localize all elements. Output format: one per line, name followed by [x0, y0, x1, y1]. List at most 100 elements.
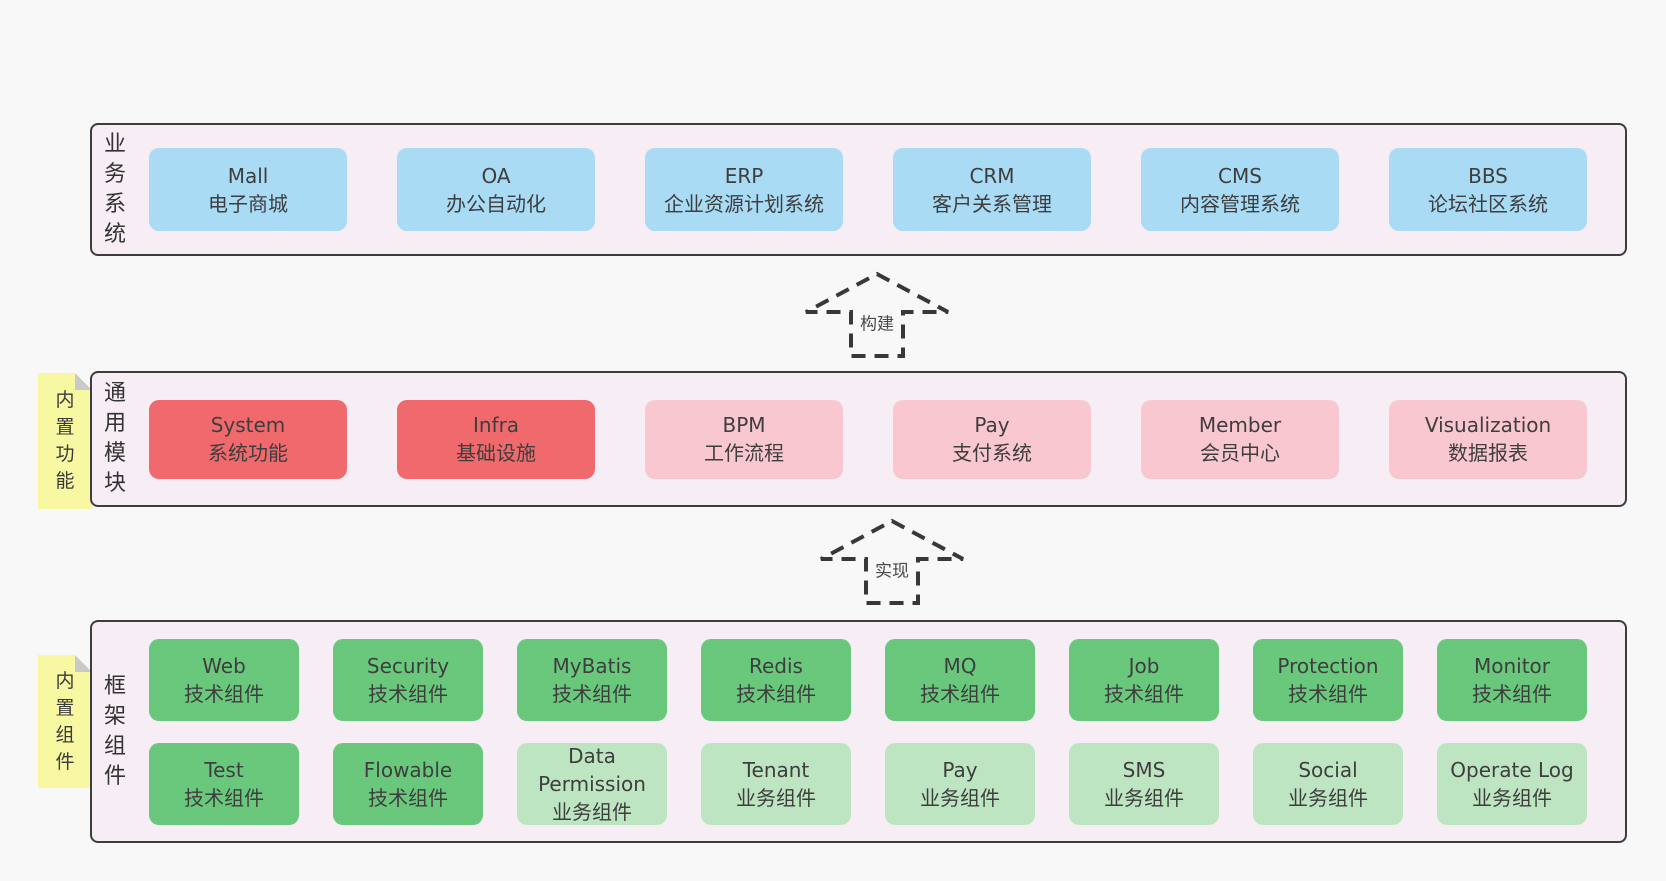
module-box-cms: CMS 内容管理系统: [1141, 148, 1339, 231]
module-name-zh: 工作流程: [704, 441, 784, 465]
module-box-test: Test 技术组件: [149, 742, 299, 825]
sticky-note-built-in-components: 内置组件: [38, 655, 92, 788]
module-name-en: BBS: [1468, 163, 1508, 188]
module-name-en: Visualization: [1424, 413, 1552, 437]
implement-arrow: 实现: [817, 518, 967, 606]
sticky-note-label: 内置组件: [55, 669, 75, 773]
module-name-en: CRM: [969, 163, 1015, 188]
module-box-data-permission: Data Permission 业务组件: [517, 742, 667, 825]
module-name-zh: 系统功能: [208, 441, 288, 465]
module-box-sms: SMS 业务组件: [1069, 742, 1219, 825]
module-name-en: Operate Log: [1450, 757, 1574, 782]
module-name-zh: 业务组件: [920, 785, 1000, 810]
module-name-zh: 业务组件: [552, 799, 632, 824]
module-name-zh: 技术组件: [920, 681, 1000, 706]
module-box-protection: Protection 技术组件: [1253, 638, 1403, 721]
module-name-zh: 技术组件: [184, 681, 264, 706]
module-name-zh: 业务组件: [1104, 785, 1184, 810]
module-name-en: BPM: [722, 413, 766, 437]
module-name-en: Web: [202, 653, 246, 678]
module-name-en: Tenant: [742, 757, 810, 782]
module-name-zh: 技术组件: [1288, 681, 1368, 706]
module-name-zh: 企业资源计划系统: [664, 191, 824, 216]
module-name-zh: 客户关系管理: [932, 191, 1052, 216]
module-name-zh: 办公自动化: [446, 191, 546, 216]
layer-title: 业务系统: [103, 131, 126, 247]
module-box-job: Job 技术组件: [1069, 638, 1219, 721]
dashed-up-arrow-icon: [820, 518, 964, 605]
module-name-zh: 数据报表: [1448, 441, 1528, 465]
module-name-en: Flowable: [363, 757, 453, 782]
module-name-zh: 技术组件: [368, 785, 448, 810]
module-name-en: ERP: [724, 163, 764, 188]
arrow-label: 构建: [855, 308, 899, 336]
module-box-social: Social 业务组件: [1253, 742, 1403, 825]
module-box-crm: CRM 客户关系管理: [893, 148, 1091, 231]
module-name-zh: 业务组件: [1288, 785, 1368, 810]
module-name-zh: 技术组件: [368, 681, 448, 706]
module-name-en: Social: [1298, 757, 1358, 782]
sticky-note-built-in-features: 内置功能: [38, 373, 92, 509]
module-name-zh: 支付系统: [952, 441, 1032, 465]
module-name-zh: 会员中心: [1200, 441, 1280, 465]
module-box-bbs: BBS 论坛社区系统: [1389, 148, 1587, 231]
layer-title: 通用模块: [103, 381, 126, 496]
module-box-redis: Redis 技术组件: [701, 638, 851, 721]
module-name-en: MQ: [943, 653, 977, 678]
module-name-en: Data Permission: [538, 743, 646, 796]
module-box-system: System 系统功能: [149, 399, 347, 479]
module-name-zh: 技术组件: [552, 681, 632, 706]
arrow-label: 实现: [870, 555, 914, 583]
module-name-zh: 技术组件: [736, 681, 816, 706]
module-box-mall: Mall 电子商城: [149, 148, 347, 231]
module-name-zh: 业务组件: [1472, 785, 1552, 810]
module-name-en: Infra: [472, 413, 520, 437]
module-name-en: MyBatis: [552, 653, 632, 678]
module-box-erp: ERP 企业资源计划系统: [645, 148, 843, 231]
module-box-mybatis: MyBatis 技术组件: [517, 638, 667, 721]
module-box-monitor: Monitor 技术组件: [1437, 638, 1587, 721]
module-name-en: Monitor: [1473, 653, 1551, 678]
module-name-zh: 技术组件: [1104, 681, 1184, 706]
module-name-en: CMS: [1218, 163, 1262, 188]
module-name-en: SMS: [1122, 757, 1166, 782]
module-name-en: Protection: [1277, 653, 1379, 678]
module-name-zh: 内容管理系统: [1180, 191, 1300, 216]
module-box-mq: MQ 技术组件: [885, 638, 1035, 721]
module-name-zh: 技术组件: [184, 785, 264, 810]
module-box-operate-log: Operate Log 业务组件: [1437, 742, 1587, 825]
module-name-en: System: [210, 413, 286, 437]
module-name-en: Mall: [227, 163, 269, 188]
layer-title: 框架组件: [103, 673, 126, 789]
build-arrow: 构建: [802, 271, 952, 359]
module-name-en: Test: [204, 757, 244, 782]
module-box-flowable: Flowable 技术组件: [333, 742, 483, 825]
dashed-up-arrow-icon: [805, 271, 949, 358]
module-box-bpm: BPM 工作流程: [645, 399, 843, 479]
module-name-zh: 论坛社区系统: [1428, 191, 1548, 216]
module-box-pay: Pay 支付系统: [893, 399, 1091, 479]
module-name-zh: 技术组件: [1472, 681, 1552, 706]
module-box-security: Security 技术组件: [333, 638, 483, 721]
module-name-en: Security: [366, 653, 450, 678]
module-box-visualization: Visualization 数据报表: [1389, 399, 1587, 479]
module-name-en: Redis: [749, 653, 803, 678]
module-name-en: Job: [1128, 653, 1160, 678]
module-name-zh: 电子商城: [208, 191, 288, 216]
module-name-en: Pay: [974, 413, 1010, 437]
sticky-note-label: 内置功能: [55, 389, 75, 492]
module-row: Test 技术组件 Flowable 技术组件 Data Permission 业务组件 T…: [149, 742, 1587, 825]
